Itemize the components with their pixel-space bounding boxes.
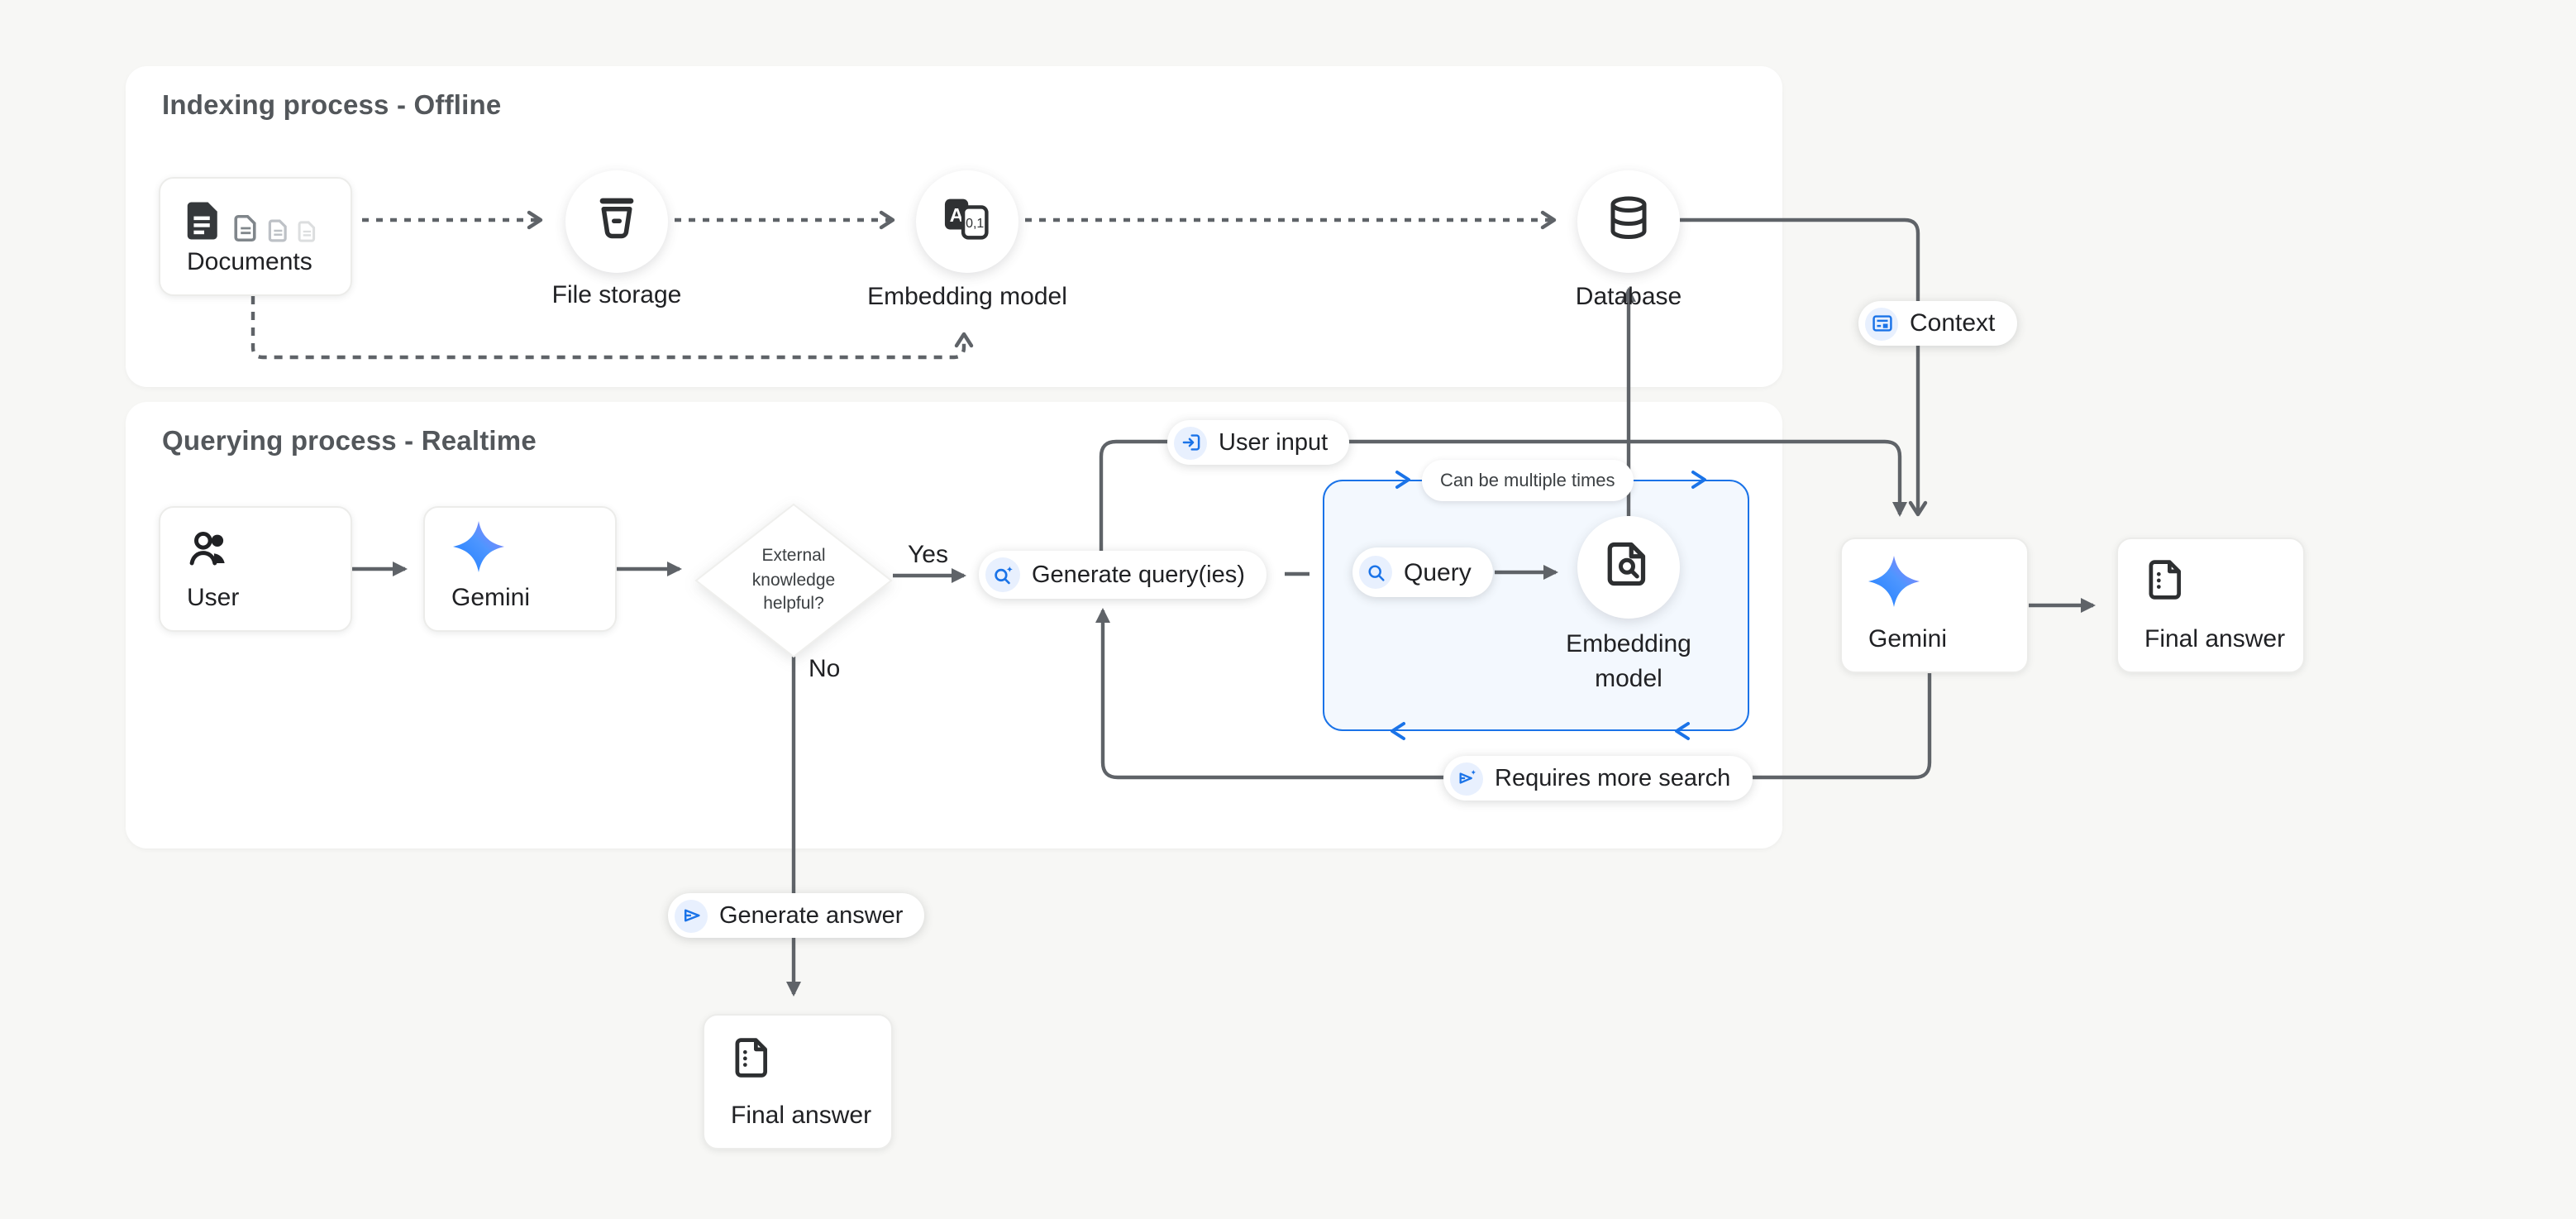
database-icon	[1604, 193, 1653, 251]
requires-more-search-label: Requires more search	[1495, 765, 1731, 791]
final-answer-right-label: Final answer	[2144, 625, 2286, 653]
querying-panel-title: Querying process - Realtime	[162, 427, 537, 457]
input-login-icon	[1174, 426, 1207, 459]
document-icon	[296, 220, 319, 251]
embedding-model-offline-label: Embedding model	[867, 283, 1067, 311]
embedding-translate-icon: A 0,1	[941, 193, 994, 251]
query-badge: Query	[1352, 547, 1493, 597]
generate-answer-label: Generate answer	[719, 902, 904, 929]
database-label: Database	[1575, 283, 1682, 311]
query-label: Query	[1404, 558, 1472, 586]
document-icon	[266, 218, 291, 251]
final-answer-no-node: Final answer	[703, 1014, 893, 1150]
user-node: User	[159, 506, 352, 632]
documents-node: Documents	[159, 177, 352, 296]
can-be-multiple-times-badge: Can be multiple times	[1422, 460, 1634, 501]
send-icon	[675, 899, 708, 932]
context-badge: Context	[1858, 301, 2017, 346]
generate-queries-label: Generate query(ies)	[1032, 562, 1245, 588]
database-node	[1577, 170, 1680, 273]
generate-answer-badge: Generate answer	[668, 893, 925, 938]
file-storage-node	[565, 170, 668, 273]
storage-bucket-icon	[592, 193, 642, 251]
no-label: No	[809, 655, 841, 683]
user-input-label: User input	[1219, 429, 1329, 456]
requires-more-search-badge: Requires more search	[1443, 756, 1753, 801]
indexing-panel-title: Indexing process - Offline	[162, 91, 502, 121]
document-search-icon	[1604, 538, 1653, 596]
generate-queries-badge: Generate query(ies)	[979, 551, 1267, 599]
document-icon	[231, 213, 261, 251]
gemini-query-label: Gemini	[451, 584, 531, 612]
gemini-query-node: Gemini	[423, 506, 617, 632]
gemini-star-icon	[453, 521, 504, 581]
embedding-model-query-node	[1577, 516, 1680, 619]
can-be-multiple-times-label: Can be multiple times	[1440, 471, 1615, 490]
final-answer-no-label: Final answer	[731, 1102, 872, 1130]
final-answer-doc-icon	[731, 1035, 775, 1088]
embedding-model-query-label: Embedding model	[1566, 630, 1691, 693]
send-spark-icon	[1450, 762, 1483, 795]
search-icon	[1359, 556, 1392, 589]
documents-label: Documents	[187, 248, 312, 276]
embedding-model-offline-node: A 0,1	[916, 170, 1018, 273]
gemini-answer-node: Gemini	[1840, 538, 2029, 673]
file-storage-label: File storage	[551, 281, 682, 309]
context-label: Context	[1910, 309, 1996, 337]
document-icon	[182, 198, 227, 251]
search-spark-icon	[985, 557, 1020, 592]
svg-text:A: A	[950, 203, 964, 225]
gemini-answer-label: Gemini	[1868, 625, 1948, 653]
svg-text:0,1: 0,1	[966, 216, 984, 230]
user-label: User	[187, 584, 240, 612]
context-icon	[1865, 307, 1898, 340]
gemini-star-icon	[1868, 556, 1920, 615]
users-icon	[187, 526, 231, 579]
yes-label: Yes	[908, 541, 948, 569]
final-answer-right-node: Final answer	[2116, 538, 2305, 673]
decision-text: External knowledge helpful?	[751, 545, 836, 614]
final-answer-doc-icon	[2144, 557, 2189, 610]
user-input-badge: User input	[1167, 420, 1350, 465]
